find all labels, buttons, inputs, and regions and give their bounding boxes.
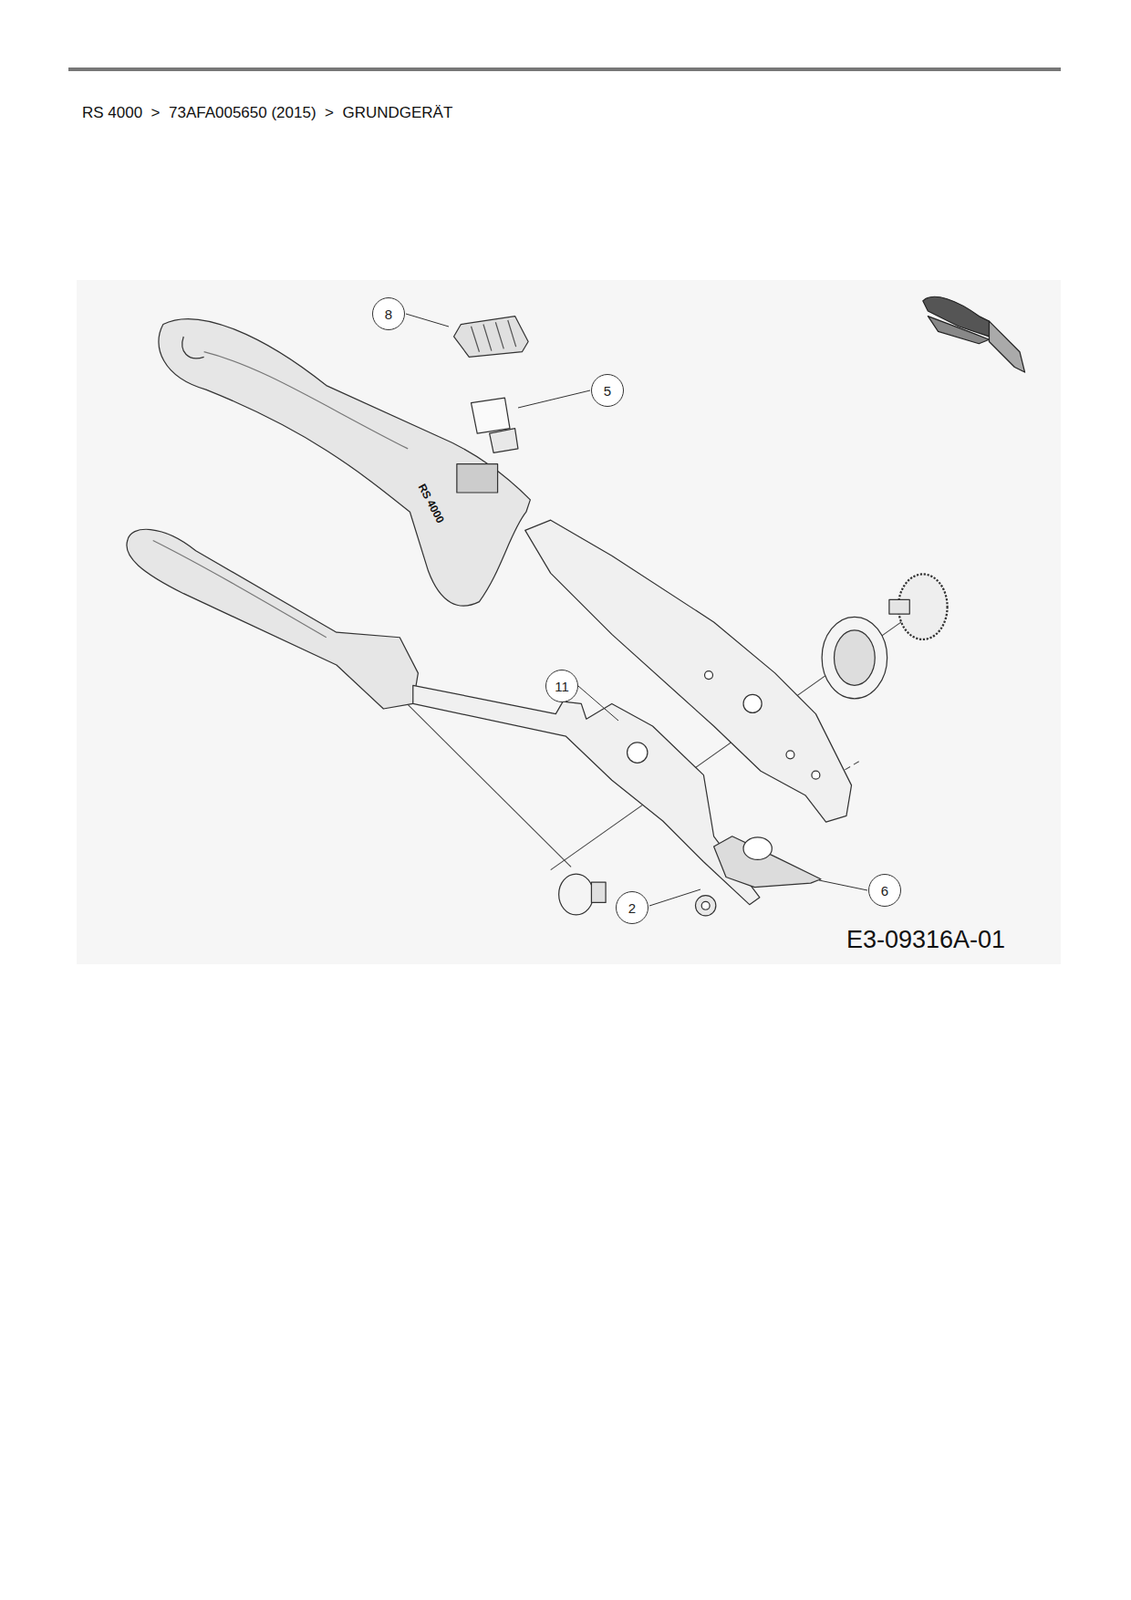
bearing-washer [821,616,888,698]
handle-groove [204,352,409,449]
illustration-ground [76,280,1061,965]
bolt-head [559,873,594,915]
callout-text: 2 [628,900,636,916]
latch-tab [489,428,519,454]
bearing-inner [834,630,876,685]
callout-text: 11 [554,678,570,695]
hole [811,770,820,779]
spring [454,316,530,358]
pivot-hole [627,742,648,763]
callout-text: 8 [384,306,393,322]
thumbnail-blade [988,321,1025,373]
spring-ridge [471,320,517,353]
pivot-hole [743,694,762,713]
leader-line [649,889,701,906]
hole [786,750,795,759]
header-rule [68,67,1061,72]
callout-number: 11 [545,669,579,703]
latch [471,397,510,434]
handle-tip [182,336,205,359]
nut [695,895,716,916]
drawing-number: E3-09316A-01 [846,925,1006,955]
page-title: RS 4000 > 73AFA005650 (2015) > GRUNDGERÄ… [82,103,453,123]
callout-text: 5 [603,383,612,399]
bolt-shank [591,881,606,903]
lower-handle [126,529,418,709]
leader-line [405,313,449,327]
nut-hole [701,901,710,910]
hole [705,671,714,680]
lower-arm [413,684,760,904]
handle-imprint: RS 4000 [415,481,447,526]
callout-number: 6 [868,873,902,907]
handle-groove [153,540,327,638]
callout-number: 2 [615,891,649,924]
callout-text: 6 [881,882,889,899]
cutting-blade [714,836,821,888]
latch-slot [456,464,499,493]
leader-line [518,390,591,408]
wheel-pin [889,599,910,614]
thumbnail-handle [927,316,989,344]
leader-line [578,685,619,721]
blade-hole [743,837,772,861]
callout-number: 8 [372,297,405,331]
callout-number: 5 [591,373,624,407]
leader-line [819,880,868,891]
